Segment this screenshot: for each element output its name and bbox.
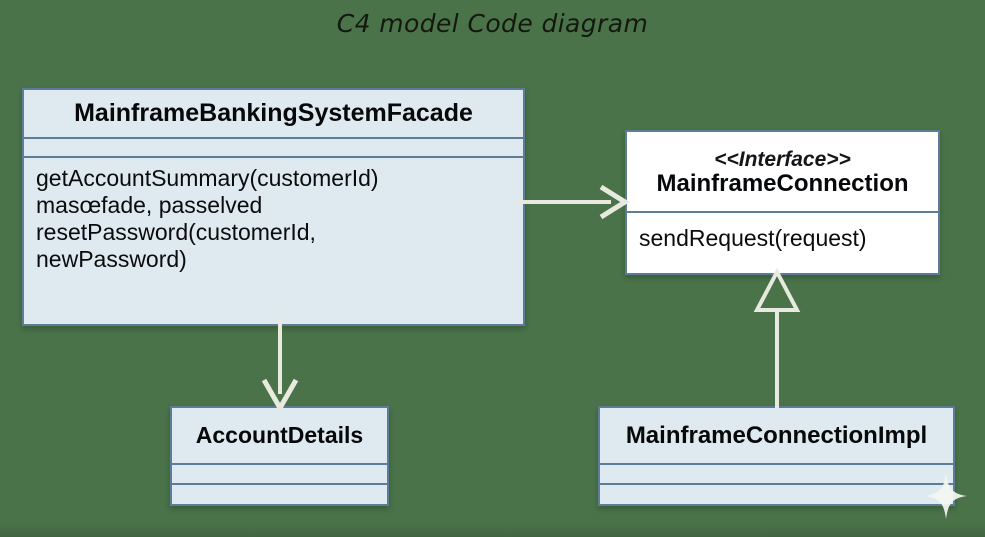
class-name-label: MainframeConnectionImpl [625,421,928,449]
class-title-compartment: MainframeBankingSystemFacade [24,90,523,137]
interface-name-label: MainframeConnection [656,169,909,197]
interface-title-compartment: <<Interface>> MainframeConnection [627,132,938,211]
method-line: getAccountSummary(customerId) [36,165,379,191]
class-name-label: MainframeBankingSystemFacade [74,99,473,127]
connector-impl-to-interface-realization [753,268,801,408]
class-methods-compartment: getAccountSummary(customerId) masœfade, … [24,156,523,324]
class-attributes-compartment [600,463,953,483]
class-box-account-details[interactable]: AccountDetails [170,406,389,506]
method-line: resetPassword(customerId, [36,218,316,245]
class-title-compartment: MainframeConnectionImpl [600,408,953,463]
connector-facade-to-interface [517,184,630,220]
class-title-compartment: AccountDetails [172,408,387,463]
bottom-gradient-band [0,523,985,537]
class-box-mainframe-connection-impl[interactable]: MainframeConnectionImpl [598,406,955,506]
class-attributes-compartment [24,137,523,156]
interface-methods-compartment: sendRequest(request) [627,211,938,273]
interface-stereotype-label: <<Interface>> [714,147,851,171]
class-name-label: AccountDetails [195,422,364,449]
class-methods-compartment [600,483,953,504]
class-attributes-compartment [172,463,387,483]
page-title: C4 model Code diagram [336,9,649,38]
class-methods-compartment [172,483,387,504]
method-line: sendRequest(request) [639,225,867,251]
interface-box-mainframe-connection[interactable]: <<Interface>> MainframeConnection sendRe… [625,130,940,275]
class-box-mainframe-banking-system-facade[interactable]: MainframeBankingSystemFacade getAccountS… [22,88,525,326]
method-line: newPassword) [36,245,187,272]
method-line: masœfade, passelved [36,191,263,218]
connector-facade-to-account-details [261,318,299,413]
